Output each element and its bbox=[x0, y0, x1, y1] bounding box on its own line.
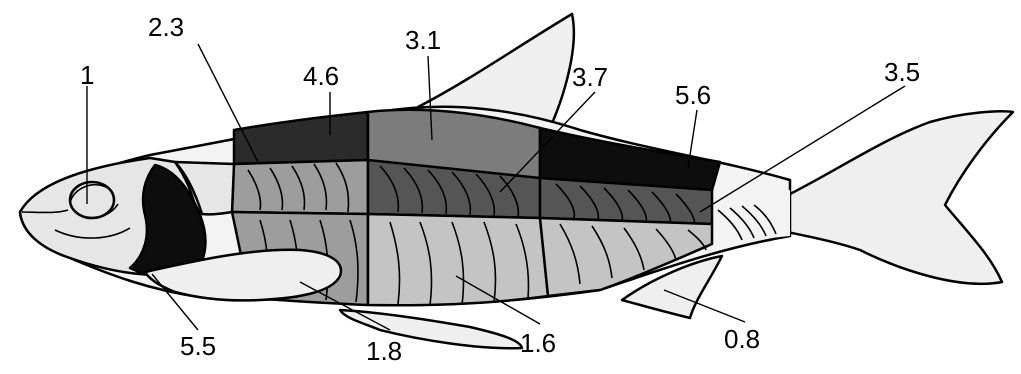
label-dorsal-rear: 5.6 bbox=[675, 80, 711, 110]
label-belly-mid: 1.6 bbox=[520, 328, 556, 358]
label-head: 1 bbox=[80, 60, 94, 90]
label-nape: 2.3 bbox=[148, 12, 184, 42]
label-rear-lateral: 3.5 bbox=[884, 57, 920, 87]
zone-nape bbox=[232, 160, 368, 214]
label-dorsal-mid: 3.1 bbox=[405, 25, 441, 55]
label-belly-front: 1.8 bbox=[366, 336, 402, 366]
zone-belly-mid bbox=[368, 214, 548, 305]
label-dorsal-front: 4.6 bbox=[303, 61, 339, 91]
label-pectoral: 5.5 bbox=[180, 331, 216, 361]
label-belly-rear: 0.8 bbox=[724, 324, 760, 354]
label-mid-lateral: 3.7 bbox=[572, 62, 608, 92]
caudal-fin bbox=[778, 111, 1013, 284]
zone-dorsal-front bbox=[234, 112, 368, 164]
